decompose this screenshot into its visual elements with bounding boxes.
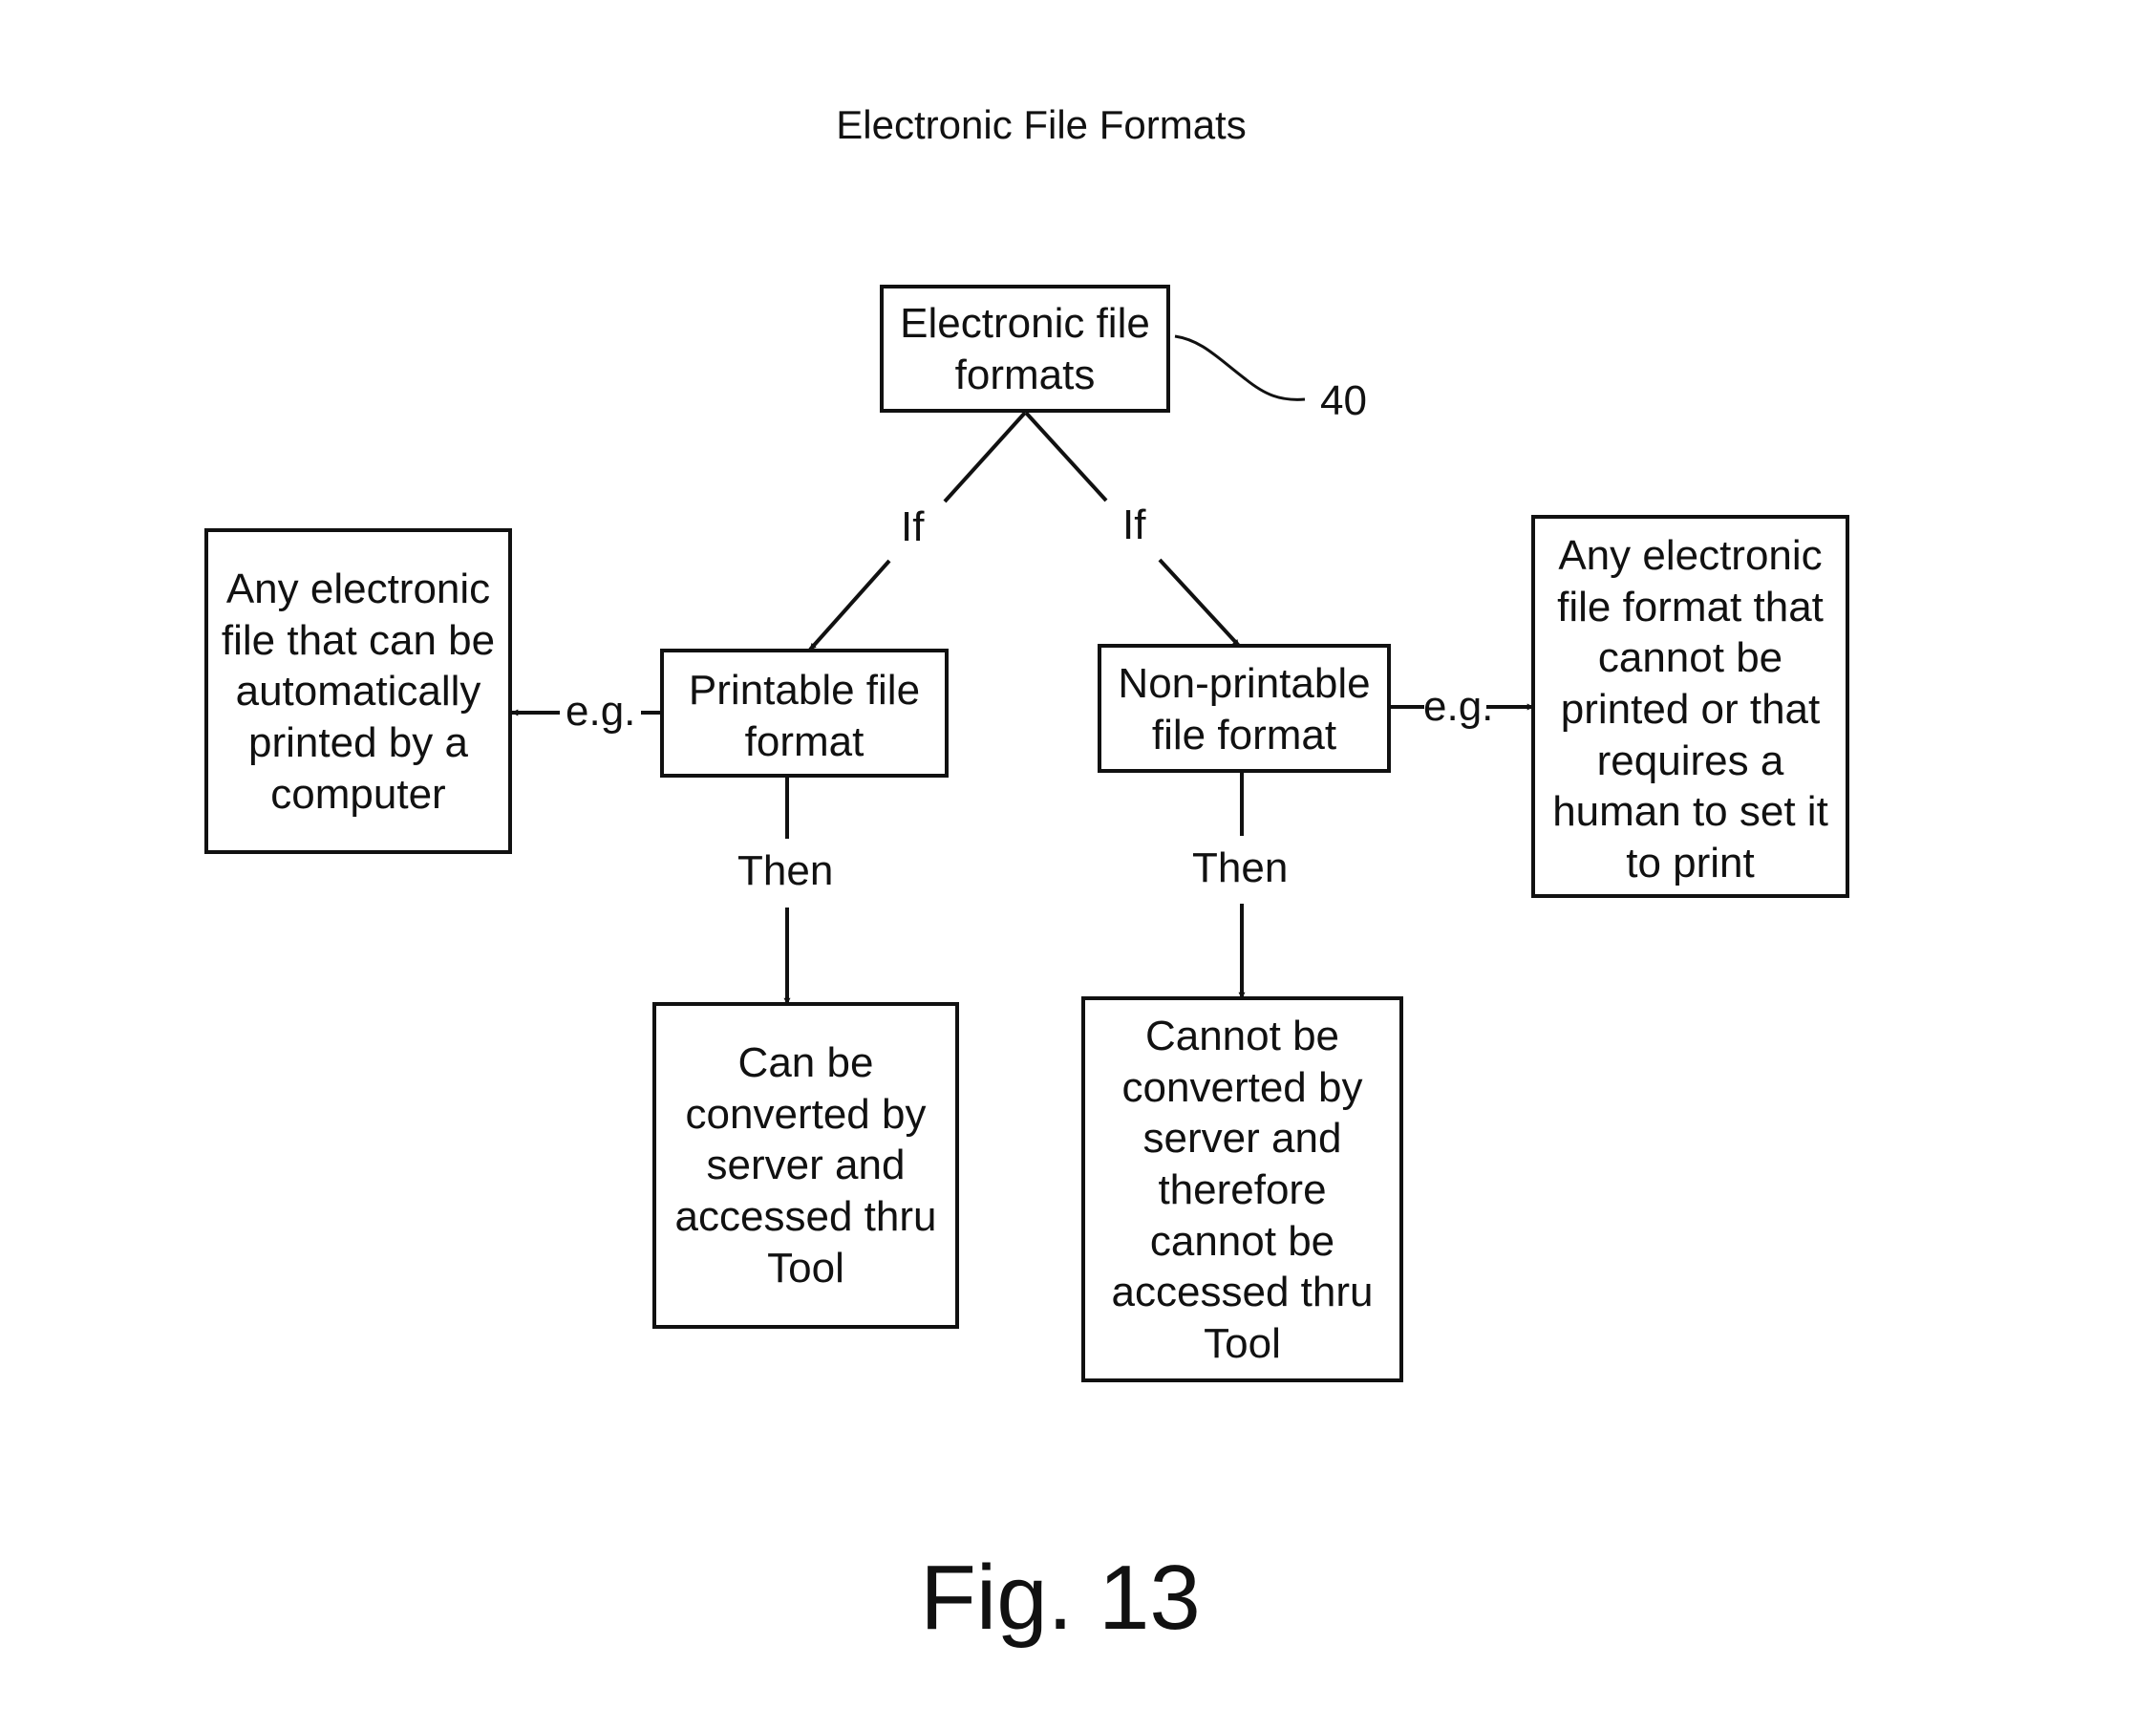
diagram-title: Electronic File Formats xyxy=(669,103,1414,147)
root-node-label: Electronic file formats xyxy=(882,298,1168,400)
non-printable-result-label: Cannot be converted by server and theref… xyxy=(1083,1011,1401,1370)
printable-result-label: Can be converted by server and accessed … xyxy=(654,1037,957,1293)
if-right-connector-upper xyxy=(1026,413,1106,501)
if-left-label: If xyxy=(901,506,924,548)
then-left-label: Then xyxy=(737,850,833,892)
if-right-label: If xyxy=(1122,504,1145,546)
printable-node-label: Printable file format xyxy=(662,665,947,767)
if-left-arrow xyxy=(810,561,889,650)
reference-number: 40 xyxy=(1320,380,1367,422)
then-right-label: Then xyxy=(1192,847,1288,889)
reference-leader-line xyxy=(1175,336,1305,399)
eg-right-label: e.g. xyxy=(1423,686,1493,728)
if-right-arrow xyxy=(1160,560,1239,646)
printable-example-label: Any electronic file that can be automati… xyxy=(206,564,510,820)
non-printable-node-label: Non-printable file format xyxy=(1099,658,1389,760)
non-printable-example-label: Any electronic file format that cannot b… xyxy=(1533,530,1847,889)
if-left-connector-upper xyxy=(945,413,1025,502)
figure-caption: Fig. 13 xyxy=(860,1552,1261,1644)
eg-left-label: e.g. xyxy=(566,691,635,733)
